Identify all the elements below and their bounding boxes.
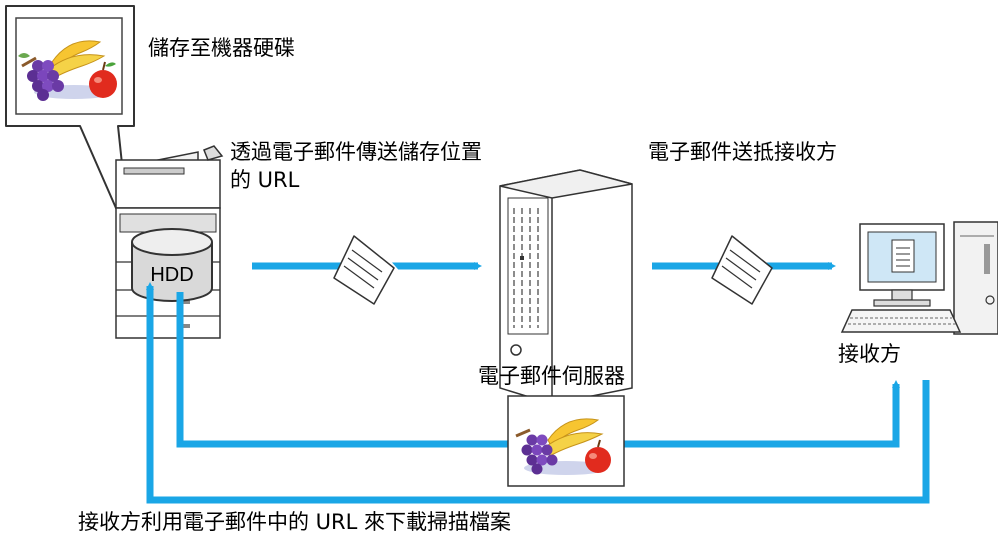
download-label: 接收方利用電子郵件中的 URL 來下載掃描檔案 bbox=[78, 510, 512, 534]
deliver-label: 電子郵件送抵接收方 bbox=[648, 140, 837, 164]
server-label: 電子郵件伺服器 bbox=[478, 364, 625, 388]
server-icon bbox=[499, 169, 633, 405]
computer-icon bbox=[840, 221, 998, 335]
stored-image-callout bbox=[5, 5, 135, 241]
arrow-receiver-url-request bbox=[146, 282, 930, 504]
send-url-label: 透過電子郵件傳送儲存位置的 URL bbox=[230, 140, 482, 192]
store-hdd-label: 儲存至機器硬碟 bbox=[148, 36, 295, 60]
hdd-label: HDD bbox=[150, 264, 193, 286]
email-document-icon bbox=[333, 235, 404, 305]
scanned-image-icon bbox=[507, 395, 625, 487]
email-document-icon bbox=[711, 235, 773, 305]
receiver-label: 接收方 bbox=[838, 342, 901, 366]
fruit-image-icon bbox=[18, 40, 117, 101]
hdd-cylinder-icon bbox=[131, 228, 213, 302]
